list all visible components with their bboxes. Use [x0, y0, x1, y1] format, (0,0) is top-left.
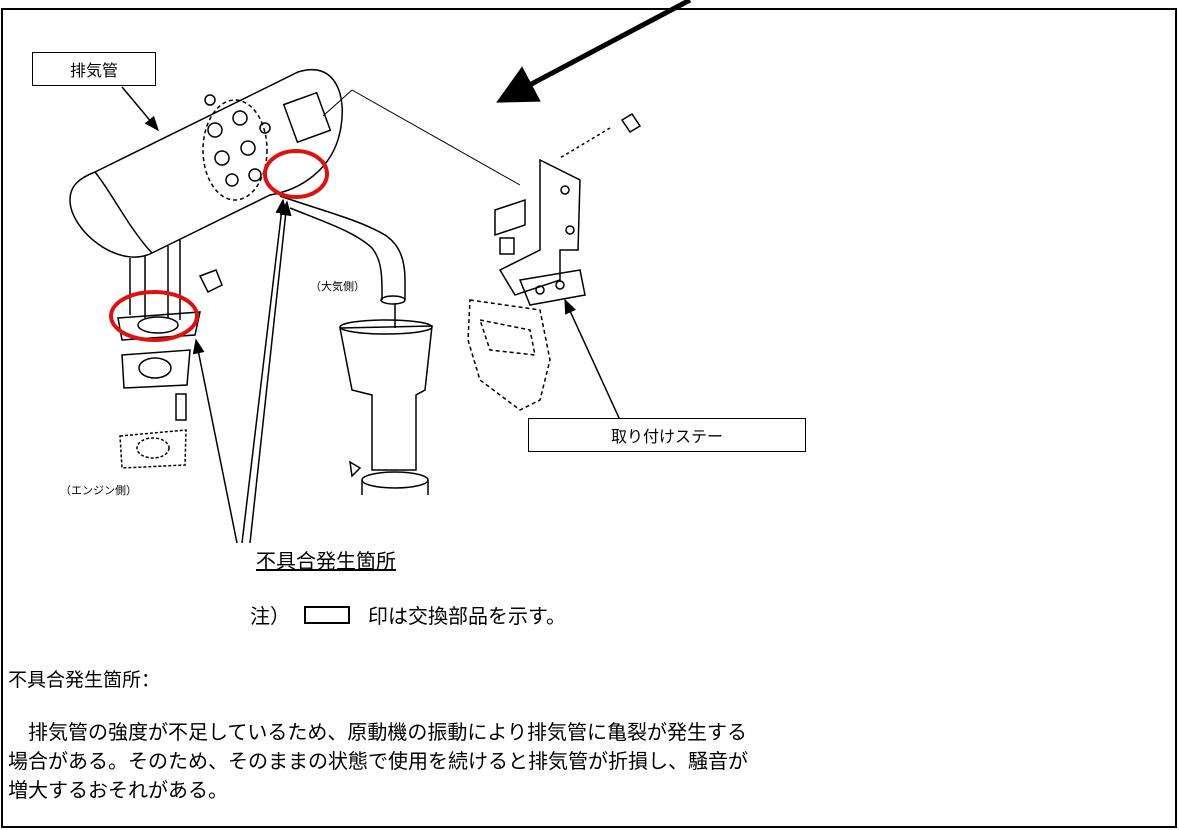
description-line: 排気管の強度が不足しているため、原動機の振動により排気管に亀裂が発生する: [8, 720, 747, 744]
description-line: 増大するおそれがある。: [8, 778, 228, 802]
description-heading: 不具合発生箇所：: [8, 669, 161, 691]
note-suffix: 印は交換部品を示す。: [368, 604, 566, 628]
defect-location-caption: 不具合発生箇所: [256, 549, 396, 573]
label-arrows: [121, 86, 621, 544]
upper-defect-circle: [263, 149, 329, 199]
exhaust-pipe-label-text: 排気管: [69, 61, 118, 80]
lower-defect-circle: [109, 290, 199, 342]
defect-highlights: [109, 149, 329, 342]
description-line: 場合がある。そのため、そのままの状態で使用を続けると排気管が折損し、騒音が: [8, 749, 748, 773]
large-pointer-arrow: [496, 0, 692, 103]
description-body: 排気管の強度が不足しているため、原動機の振動により排気管に亀裂が発生する 場合が…: [8, 718, 1008, 805]
engine-side-label: （エンジン側）: [60, 484, 137, 497]
exhaust-pipe-label: 排気管: [32, 52, 156, 86]
mounting-stay-label-text: 取り付けステー: [610, 427, 723, 446]
inlet-pipe: [117, 240, 223, 469]
muffler-body: [69, 69, 344, 258]
replacement-part-box-sample: [304, 605, 350, 624]
leader-lines: [322, 89, 521, 318]
atmosphere-side-label: （大気側）: [310, 280, 365, 293]
replacement-note: 注） 印は交換部品を示す。: [250, 600, 566, 629]
mounting-stay-drawing: [467, 112, 642, 411]
mounting-stay-label: 取り付けステー: [528, 418, 806, 452]
note-prefix: 注）: [250, 604, 290, 628]
tail-pipe: [279, 195, 433, 495]
diagram-frame: [1, 8, 1177, 828]
